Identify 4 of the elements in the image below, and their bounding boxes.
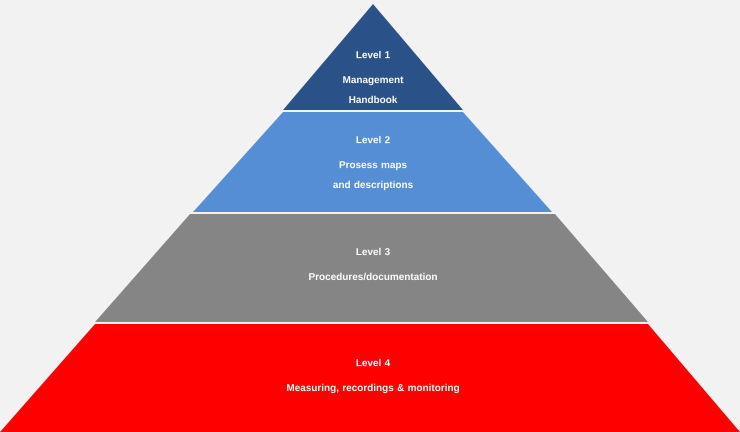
pyramid-level: Level 3 Procedures/documentation (95, 214, 648, 322)
pyramid-level: Level 2 Prosess maps and descriptions (193, 112, 552, 212)
pyramid-level: Level 1 Management Handbook (283, 4, 463, 110)
pyramid-level: Level 4 Measuring, recordings & monitoring (0, 324, 740, 432)
